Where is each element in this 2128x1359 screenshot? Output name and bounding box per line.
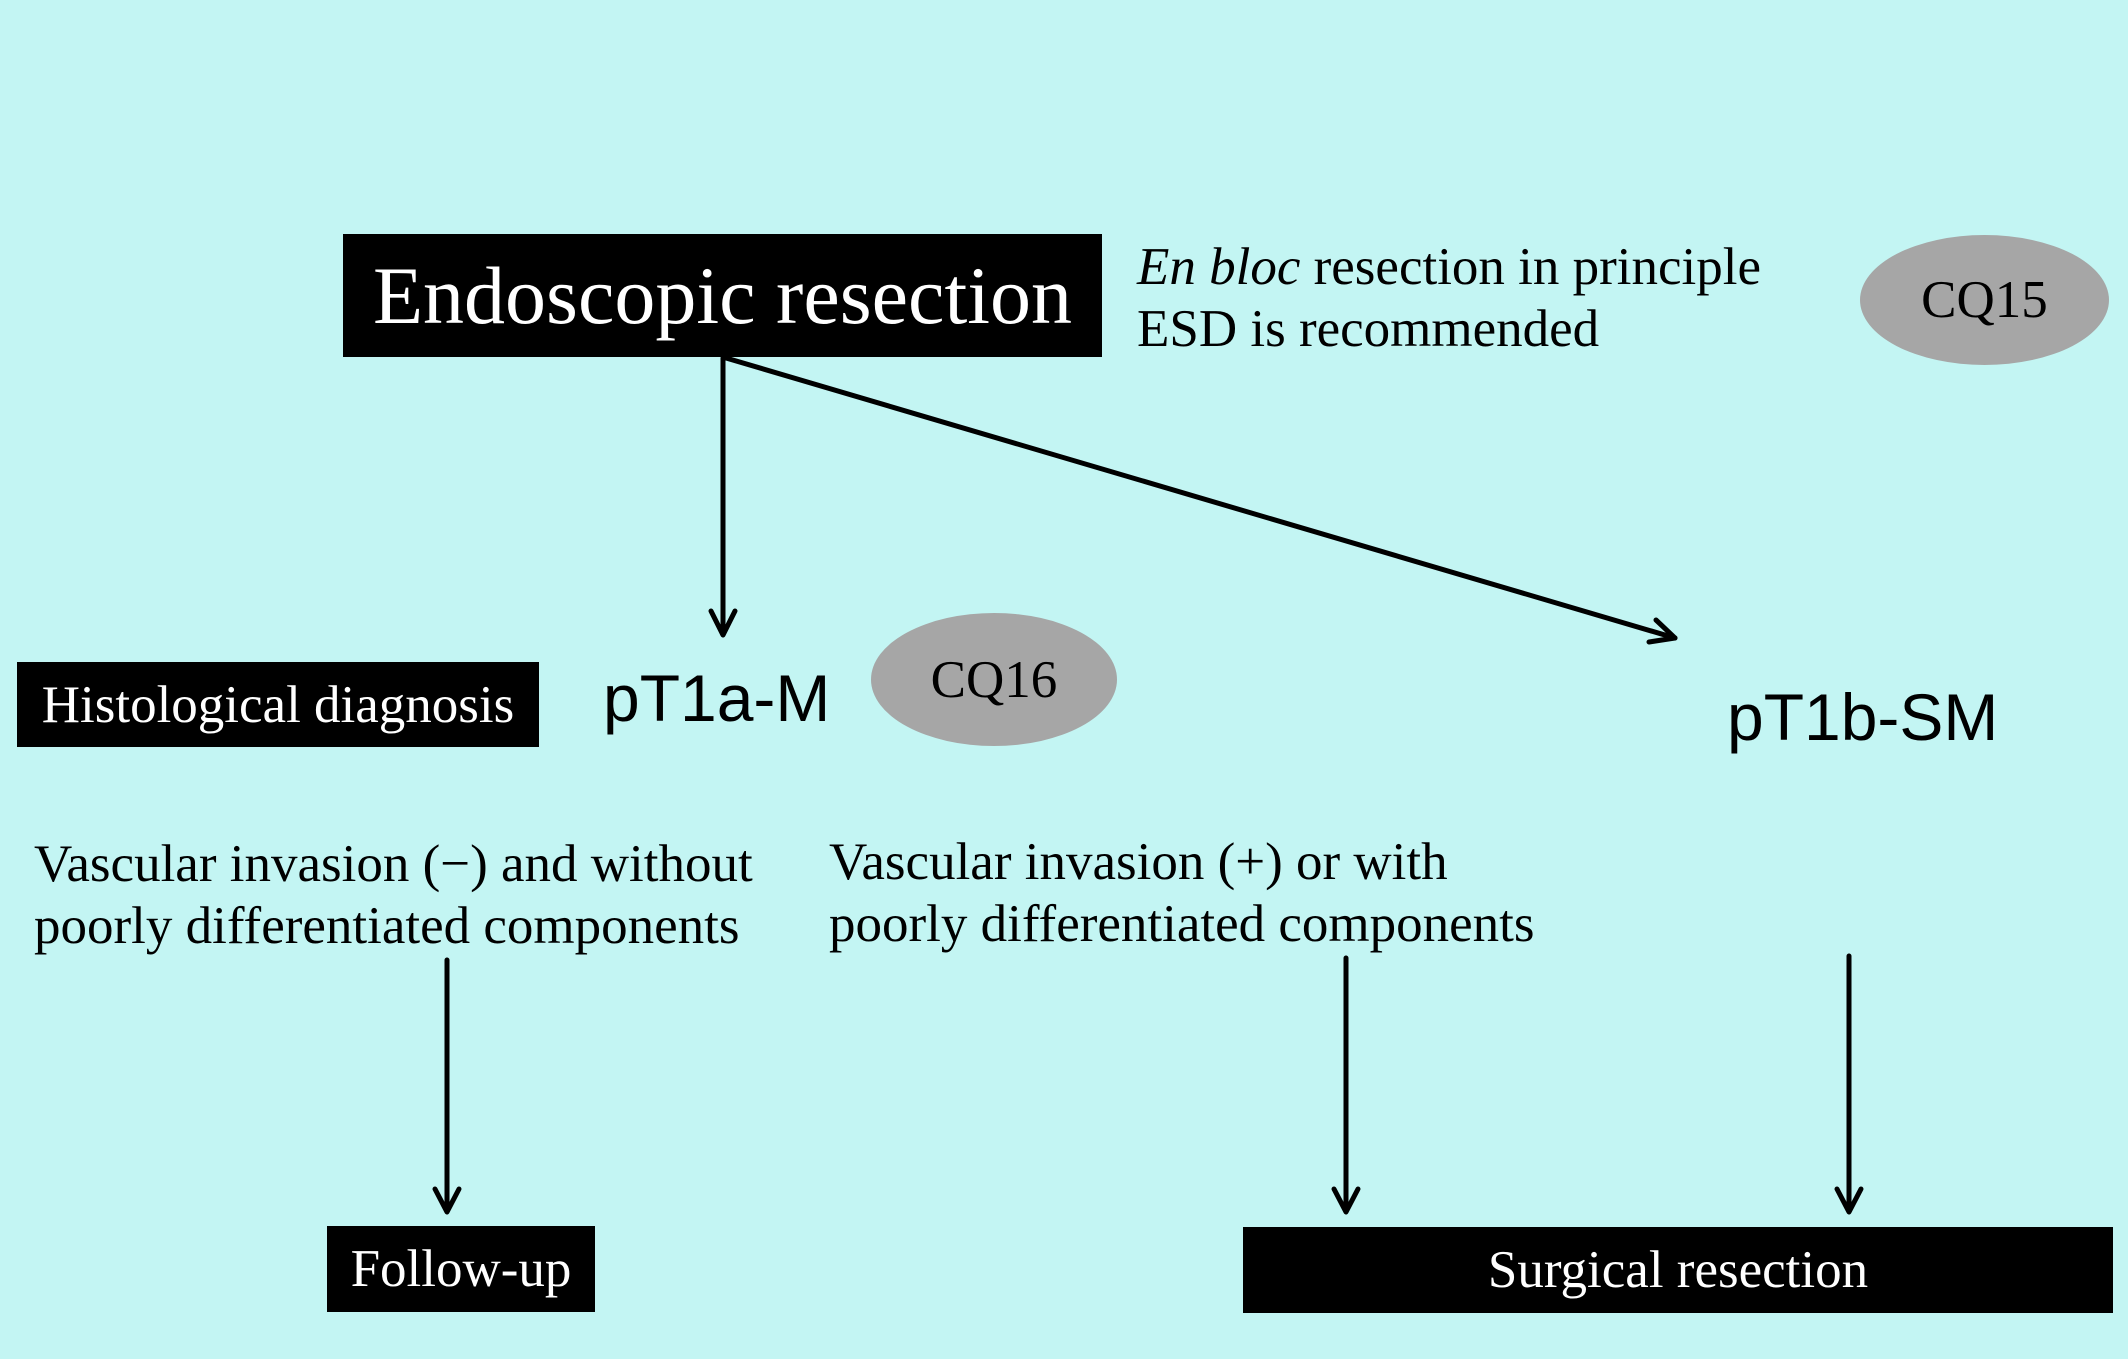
arrow-to-pt1a [708, 355, 738, 638]
cq16-label: CQ16 [930, 650, 1058, 709]
criteria-negative-line-2: poorly differentiated components [34, 897, 740, 955]
arrow-pt1b-to-surgery [1834, 953, 1864, 1215]
histological-diagnosis-box: Histological diagnosis [17, 662, 539, 747]
cq15-label: CQ15 [1921, 271, 2048, 329]
pt1a-m-label: pT1a-M [603, 661, 831, 735]
criteria-positive: Vascular invasion (+) or with poorly dif… [829, 831, 1535, 955]
arrow-positive-to-surgery [1331, 955, 1361, 1215]
en-bloc-italic: En bloc [1137, 238, 1301, 296]
surgical-resection-label: Surgical resection [1487, 1241, 1869, 1299]
follow-up-label: Follow-up [350, 1240, 572, 1298]
pt1b-sm-label: pT1b-SM [1727, 680, 1999, 754]
criteria-negative: Vascular invasion (−) and without poorly… [34, 833, 753, 957]
resection-note-line-2: ESD is recommended [1137, 300, 1600, 358]
criteria-positive-line-1: Vascular invasion (+) or with [829, 833, 1448, 891]
resection-note-line-1: En bloc resection in principle [1137, 236, 1761, 298]
resection-note: En bloc resection in principle ESD is re… [1137, 236, 1761, 360]
cq16-badge: CQ16 [871, 613, 1117, 746]
endoscopic-resection-label: Endoscopic resection [372, 249, 1073, 341]
criteria-negative-line-1: Vascular invasion (−) and without [34, 835, 753, 893]
resection-note-line-1-rest: resection in principle [1300, 238, 1762, 296]
cq15-badge: CQ15 [1860, 235, 2109, 365]
endoscopic-resection-box: Endoscopic resection [343, 234, 1102, 357]
histological-diagnosis-label: Histological diagnosis [41, 675, 515, 734]
follow-up-box: Follow-up [327, 1226, 595, 1312]
criteria-positive-line-2: poorly differentiated components [829, 895, 1535, 953]
surgical-resection-box: Surgical resection [1243, 1227, 2113, 1313]
arrow-to-pt1b [723, 355, 1678, 645]
arrow-to-follow-up [432, 957, 462, 1215]
